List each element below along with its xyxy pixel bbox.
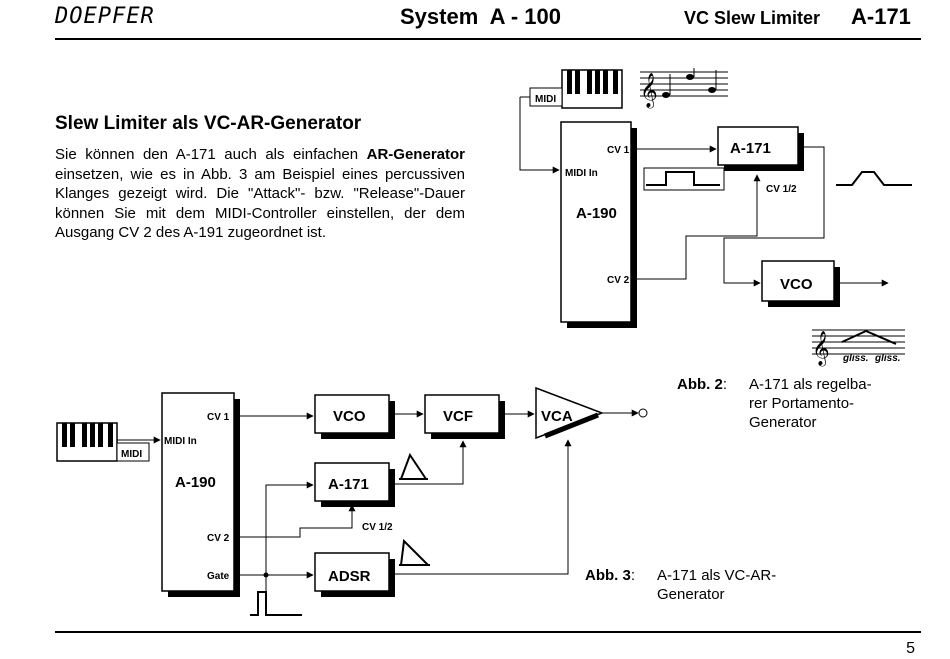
keyboard-icon <box>561 69 623 109</box>
svg-text:CV 1: CV 1 <box>207 412 230 423</box>
f2-midi-label: MIDI <box>535 94 556 105</box>
f2-a171-box <box>717 126 799 166</box>
header-rule <box>55 38 921 40</box>
svg-text:A-171: A-171 <box>328 476 369 493</box>
svg-text:gliss.: gliss. <box>874 353 901 364</box>
module-id: A-171 <box>851 4 911 29</box>
svg-text:ADSR: ADSR <box>328 568 371 585</box>
svg-text:VCO: VCO <box>780 276 813 293</box>
svg-text:A-171: A-171 <box>730 140 771 157</box>
svg-text:MIDI: MIDI <box>121 449 142 460</box>
figure-2-caption: Abb. 2: A-171 als regelba- rer Portament… <box>677 376 872 431</box>
doepfer-logo: DOEPFER <box>55 4 155 29</box>
svg-text:Gate: Gate <box>207 571 230 582</box>
module-name: VC Slew Limiter <box>684 8 821 28</box>
svg-text:CV 2: CV 2 <box>607 275 630 286</box>
svg-text:MIDI In: MIDI In <box>565 168 598 179</box>
footer-rule <box>55 631 921 633</box>
keyboard-icon <box>56 422 118 462</box>
svg-text:CV 2: CV 2 <box>207 533 230 544</box>
f2-vco-box <box>761 260 835 302</box>
svg-text:A-190: A-190 <box>576 205 617 222</box>
svg-text:𝄞: 𝄞 <box>812 331 830 367</box>
svg-text:CV 1/2: CV 1/2 <box>362 522 393 533</box>
svg-text:VCO: VCO <box>333 408 366 425</box>
section-paragraph: Sie können den A-171 auch als einfachen … <box>55 146 465 241</box>
f3-a171-box <box>314 462 390 502</box>
figure-3-caption: Abb. 3: A-171 als VC-AR- Generator <box>585 567 777 603</box>
f2-a190-box <box>560 121 632 323</box>
page-number: 5 <box>906 640 915 657</box>
gliss-staff-icon: 𝄞 gliss. gliss. <box>812 329 905 367</box>
svg-text:VCF: VCF <box>443 408 473 425</box>
svg-text:CV 1: CV 1 <box>607 145 630 156</box>
svg-text:𝄞: 𝄞 <box>640 73 658 109</box>
svg-text:gliss.: gliss. <box>842 353 869 364</box>
section-title: Slew Limiter als VC-AR-Generator <box>55 113 362 134</box>
figure-2-diagram: MIDI 𝄞 MIDI In A-190 CV 1 CV 2 A-171 CV … <box>519 68 912 367</box>
svg-text:A-190: A-190 <box>175 474 216 491</box>
music-staff-icon: 𝄞 <box>640 68 728 109</box>
svg-text:CV 1/2: CV 1/2 <box>766 184 797 195</box>
f3-a190-box <box>161 392 235 592</box>
svg-text:MIDI In: MIDI In <box>164 436 197 447</box>
svg-text:VCA: VCA <box>541 408 573 425</box>
f3-adsr-box <box>314 552 390 592</box>
system-title: System A - 100 <box>400 4 562 29</box>
figure-3-diagram: MIDI MIDI In A-190 CV 1 CV 2 Gate VCO VC… <box>56 386 648 616</box>
f3-vcf-box <box>424 394 500 434</box>
